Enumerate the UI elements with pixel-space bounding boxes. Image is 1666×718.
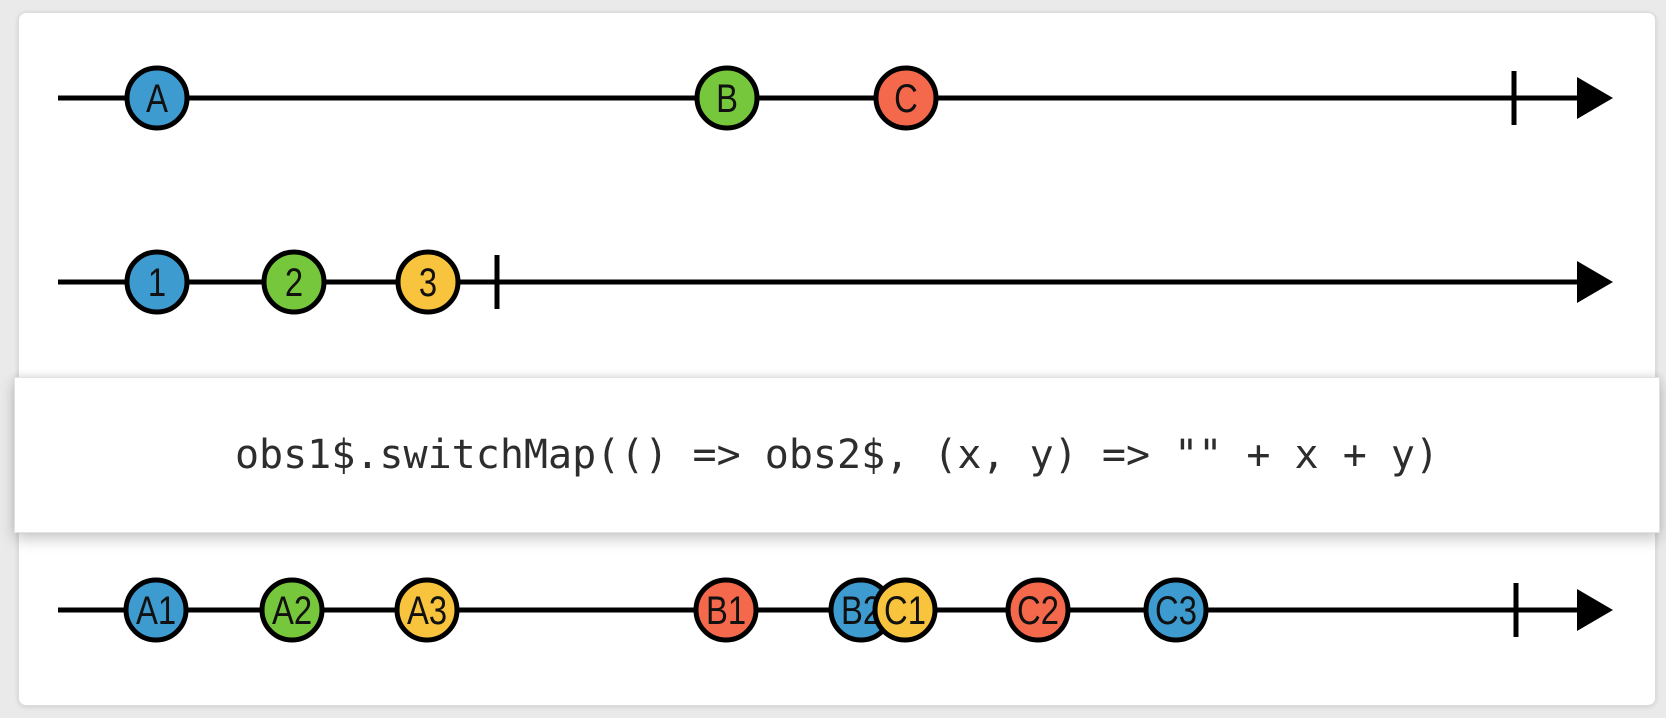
marble-label: 1 [148,260,166,305]
marble-C2[interactable]: C2 [1005,577,1071,643]
marble-label: 3 [419,260,437,305]
marble-label: A3 [407,588,447,633]
marble-A1[interactable]: A1 [123,577,189,643]
marble-circle[interactable] [693,577,759,643]
marble-label: A [146,76,168,121]
marble-label: C [894,76,918,121]
marble-3[interactable]: 3 [395,249,461,315]
operator-box: obs1$.switchMap(() => obs2$, (x, y) => "… [14,377,1660,533]
marble-2[interactable]: 2 [261,249,327,315]
marble-circle[interactable] [1005,577,1071,643]
marble-circle[interactable] [123,577,189,643]
operator-code-text: obs1$.switchMap(() => obs2$, (x, y) => "… [234,432,1440,478]
marble-label: B1 [706,588,746,633]
marble-circle[interactable] [872,577,938,643]
marble-label: 2 [285,260,303,305]
marble-1[interactable]: 1 [124,249,190,315]
marble-circle[interactable] [394,577,460,643]
marble-label: C1 [884,588,926,633]
marble-label: C2 [1017,588,1059,633]
marble-B[interactable]: B [694,65,760,131]
marble-circle[interactable] [1143,577,1209,643]
marble-circle[interactable] [124,249,190,315]
marble-label: C3 [1155,588,1197,633]
marble-A3[interactable]: A3 [394,577,460,643]
marble-A2[interactable]: A2 [259,577,325,643]
marble-label: B [716,76,738,121]
arrowhead-icon [1577,589,1613,631]
timeline-source-obs1: A B C [58,65,1613,131]
marble-circle[interactable] [395,249,461,315]
marble-C3[interactable]: C3 [1143,577,1209,643]
marble-circle[interactable] [694,65,760,131]
marble-C[interactable]: C [873,65,939,131]
marble-circle[interactable] [873,65,939,131]
marble-circle[interactable] [124,65,190,131]
marble-A[interactable]: A [124,65,190,131]
marble-circle[interactable] [261,249,327,315]
arrowhead-icon [1577,77,1613,119]
marble-B1[interactable]: B1 [693,577,759,643]
marble-label: A2 [272,588,312,633]
timeline-inner-obs2: 1 2 3 [58,249,1613,315]
marble-circle[interactable] [259,577,325,643]
marble-C1[interactable]: C1 [872,577,938,643]
marble-label: A1 [136,588,176,633]
arrowhead-icon [1577,261,1613,303]
